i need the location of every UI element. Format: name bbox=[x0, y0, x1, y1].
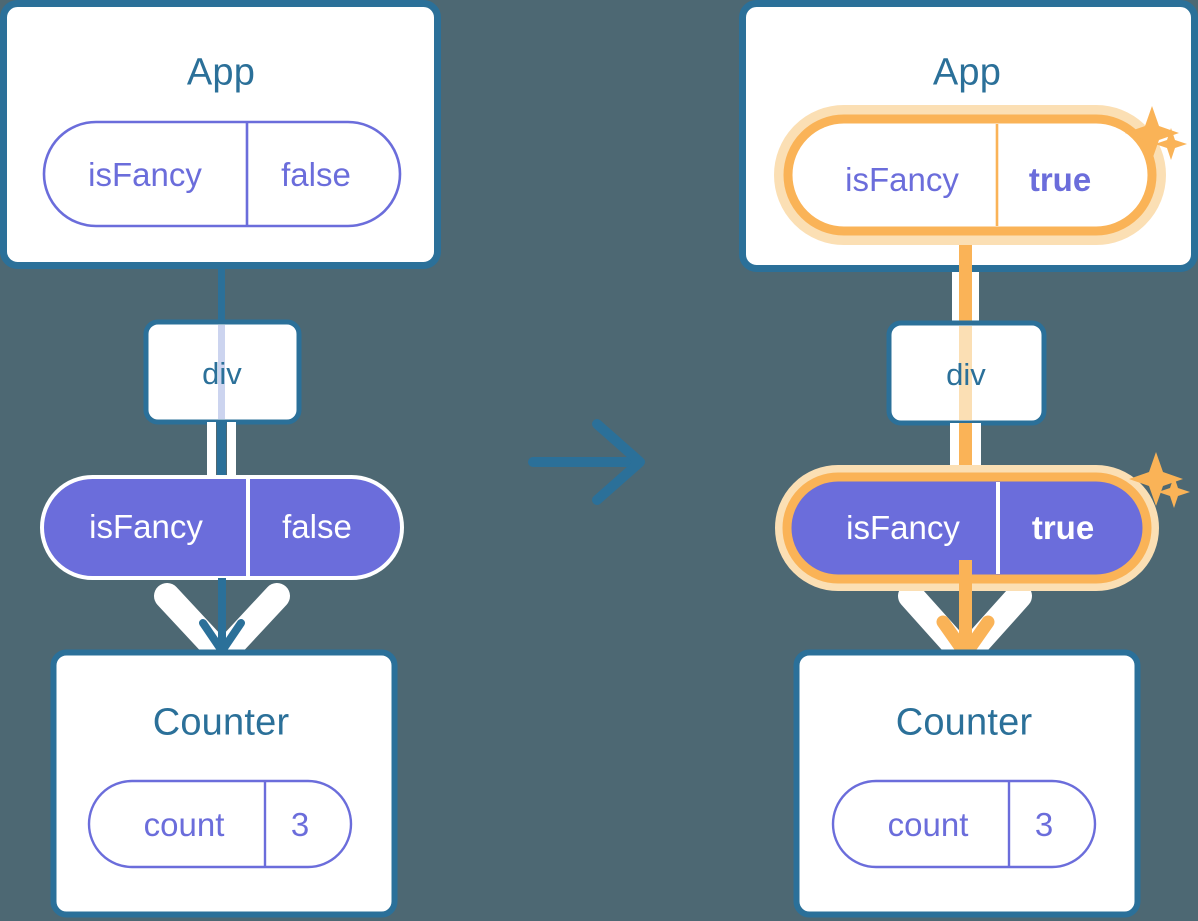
sparkle-small-icon bbox=[1155, 128, 1187, 160]
before-connector-div-to-prop bbox=[217, 422, 226, 486]
before-prop-pill-body bbox=[40, 475, 404, 580]
sparkle-large-icon bbox=[1129, 452, 1183, 506]
before-divline-inner bbox=[218, 325, 225, 419]
after-app-state-pill bbox=[774, 105, 1166, 245]
sparkle-large-icon bbox=[1125, 106, 1179, 160]
before-prop-pill bbox=[40, 475, 404, 580]
after-divline-inner bbox=[959, 326, 972, 420]
sparkle-small-icon bbox=[1158, 476, 1190, 508]
before-prop-fan-strokes bbox=[154, 583, 290, 667]
after-prop-pill bbox=[775, 465, 1159, 591]
before-app-state-pill-body bbox=[42, 120, 402, 228]
before-counter-state-pill bbox=[87, 779, 353, 869]
after-counter-state-pill bbox=[831, 779, 1097, 869]
before-counter-state-pill-body bbox=[87, 779, 353, 869]
after-app-state-pill-ring bbox=[783, 114, 1157, 236]
before-connector-div-to-prop-white-right bbox=[227, 422, 236, 486]
before-app-state-pill bbox=[42, 120, 402, 228]
after-app-state-pill-glow bbox=[774, 105, 1166, 245]
after-prop-sparkles bbox=[1129, 452, 1190, 508]
after-counter-state-pill-body bbox=[831, 779, 1097, 869]
after-app-sparkles bbox=[1125, 106, 1187, 160]
before-connector-app-to-div bbox=[218, 262, 225, 324]
before-connector-div-to-prop-white-left bbox=[207, 422, 216, 486]
arrow-right-icon bbox=[528, 419, 645, 505]
